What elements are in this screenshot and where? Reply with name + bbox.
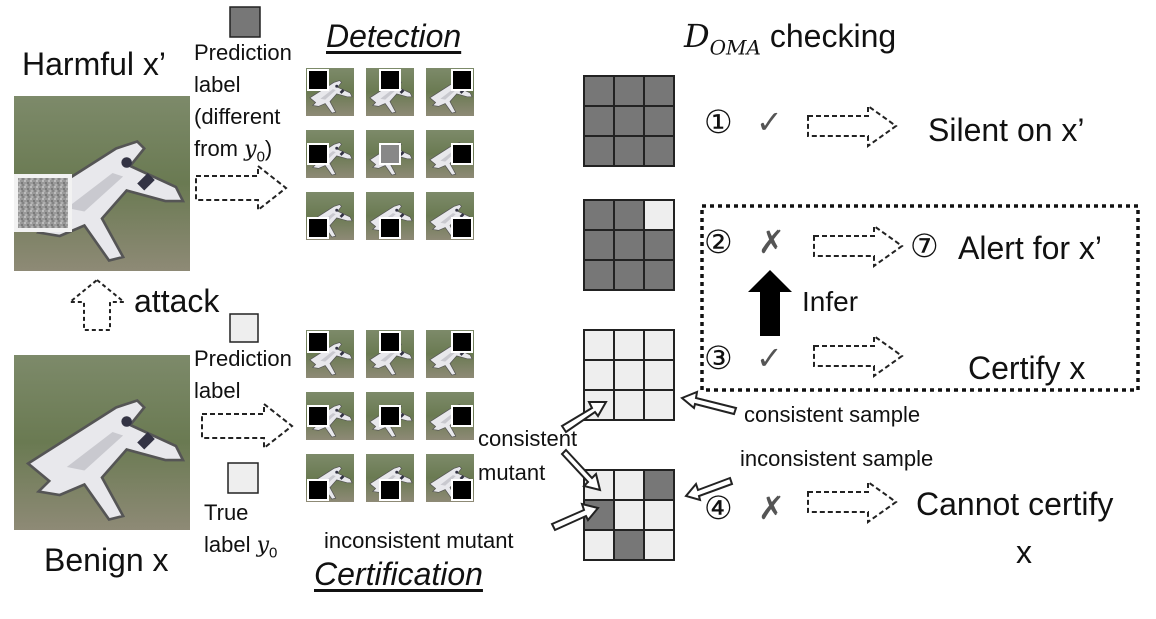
certification-mutant-grid (306, 330, 474, 502)
harmful-aircraft-image (14, 96, 190, 271)
prediction-top-line1: Prediction (194, 40, 292, 65)
true-label-square (227, 462, 259, 494)
infer-label: Infer (802, 286, 859, 317)
check-num-1: ① (704, 104, 733, 140)
benign-label: Benign x (44, 542, 169, 578)
inconsistent-sample-label: inconsistent sample (740, 446, 934, 471)
right-arrow-certification (201, 401, 294, 451)
check-num-3: ③ (704, 340, 733, 376)
check-mark-3: ✓ (756, 340, 783, 376)
doma-grid-2 (583, 199, 675, 291)
result-arrow-2 (813, 224, 904, 268)
check-num-2: ② (704, 224, 733, 260)
result-4-line2: x (1016, 534, 1032, 570)
doma-checking-title: DOMA checking (684, 17, 897, 60)
result-3: Certify x (968, 350, 1086, 386)
prediction-bottom-line2: label (194, 378, 241, 403)
prediction-top-line2: label (194, 72, 241, 97)
doma-grid-1 (583, 75, 675, 167)
detection-mutant-grid (306, 68, 474, 240)
consistent-sample-label: consistent sample (744, 402, 921, 427)
result-1: Silent on x’ (928, 112, 1085, 148)
doma-grid-3 (583, 329, 675, 421)
attack-up-arrow (67, 278, 127, 331)
check-num-4: ④ (704, 490, 733, 526)
consistent-mutant-line2: mutant (478, 460, 546, 485)
check-mark-1: ✓ (756, 104, 783, 140)
check-mark-4: ✗ (758, 490, 785, 526)
result-num-2: ⑦ (910, 228, 939, 264)
infer-up-arrow (748, 270, 792, 336)
certification-title: Certification (314, 556, 483, 592)
consistent-mutant-line1: consistent (478, 426, 578, 451)
result-2: Alert for x’ (958, 230, 1103, 266)
infer-dotted-box (700, 204, 1140, 392)
prediction-top-line4: from y0) (194, 136, 273, 166)
prediction-top-line3: (different (194, 104, 281, 129)
prediction-label-square-bottom (229, 313, 259, 343)
result-arrow-4 (807, 480, 898, 524)
attack-label: attack (134, 283, 220, 319)
true-label-line1: True (204, 500, 249, 525)
detection-title: Detection (326, 18, 462, 54)
prediction-bottom-line1: Prediction (194, 346, 292, 371)
result-arrow-1 (807, 104, 898, 148)
pointer-arrows (550, 390, 738, 532)
inconsistent-mutant-label: inconsistent mutant (324, 528, 514, 553)
right-arrow-detection (195, 163, 288, 213)
benign-aircraft-image (14, 355, 190, 530)
result-arrow-3 (813, 334, 904, 378)
true-label-line2: label y0 (204, 532, 278, 562)
result-4: Cannot certify (916, 486, 1114, 522)
check-mark-2: ✗ (758, 224, 785, 260)
harmful-label: Harmful x’ (22, 46, 167, 82)
adversarial-patch (14, 174, 72, 232)
prediction-label-square-top (229, 6, 261, 38)
